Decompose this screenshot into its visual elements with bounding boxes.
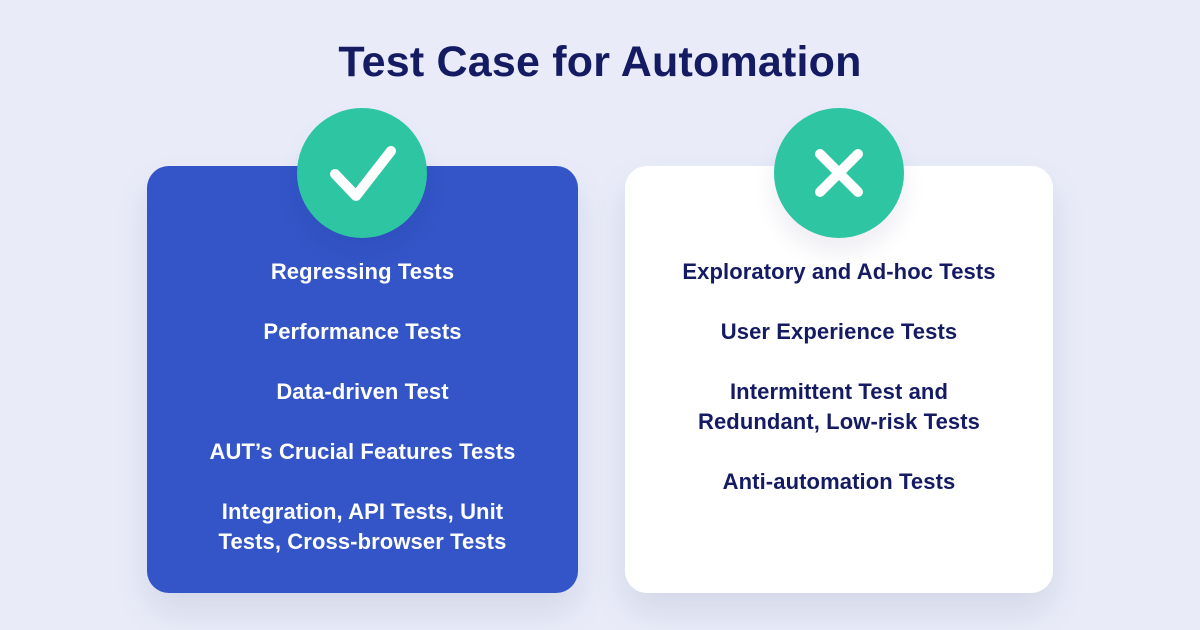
- list-item: Data-driven Test: [276, 379, 449, 404]
- list-item: Integration, API Tests, Unit Tests, Cros…: [218, 499, 507, 554]
- automate-list: Regressing Tests Performance Tests Data-…: [147, 166, 578, 557]
- list-item: Regressing Tests: [270, 259, 455, 284]
- list-item: Intermittent Test and Redundant, Low-ris…: [697, 379, 980, 434]
- do-not-automate-card: Exploratory and Ad-hoc Tests User Experi…: [625, 166, 1053, 593]
- list-item: Anti-automation Tests: [722, 469, 956, 494]
- list-item: User Experience Tests: [720, 319, 958, 344]
- do-not-automate-list: Exploratory and Ad-hoc Tests User Experi…: [625, 166, 1053, 497]
- cross-icon: [815, 149, 863, 197]
- check-badge: [297, 108, 427, 238]
- list-item: Exploratory and Ad-hoc Tests: [682, 259, 996, 284]
- cross-badge: [774, 108, 904, 238]
- check-icon: [330, 146, 396, 201]
- list-item: AUT’s Crucial Features Tests: [209, 439, 516, 464]
- list-item: Performance Tests: [263, 319, 462, 344]
- page-title: Test Case for Automation: [338, 38, 862, 86]
